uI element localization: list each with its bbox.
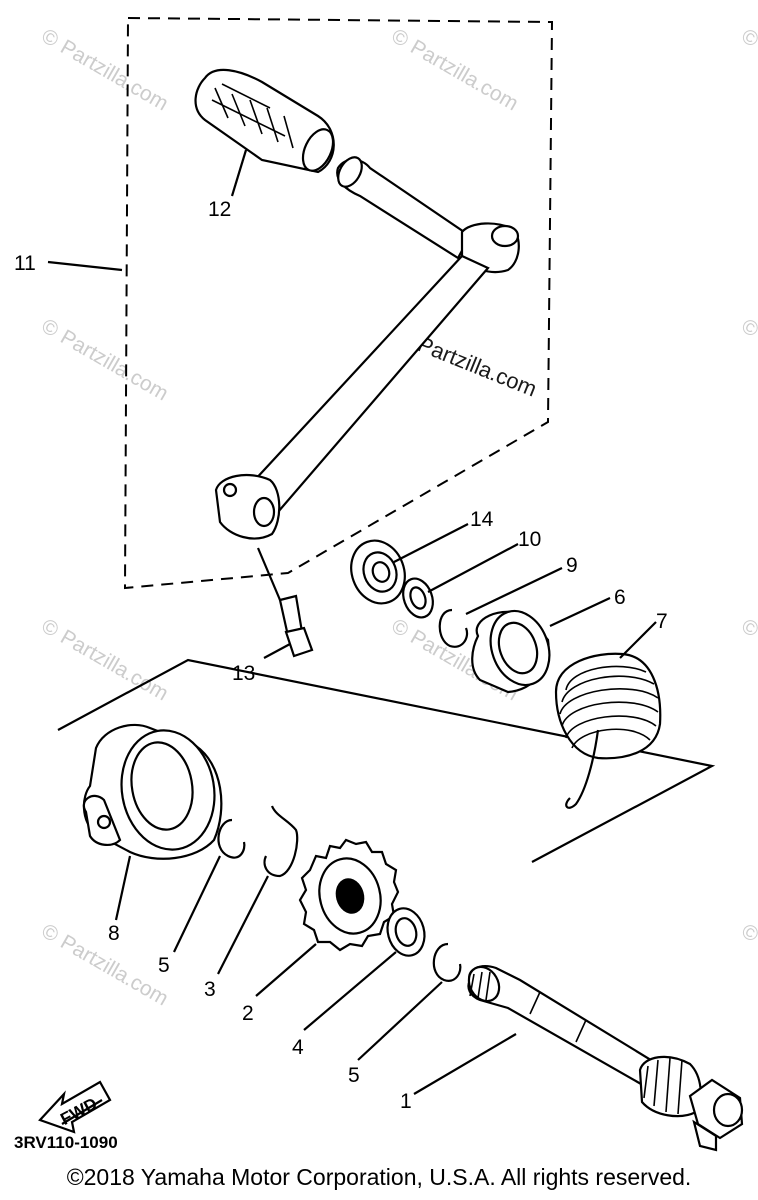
kick-crank-lever (214, 156, 520, 540)
callout-6: 6 (614, 586, 626, 609)
watermark-symbol: © (738, 314, 758, 342)
diagram-code: 3RV110-1090 (14, 1133, 118, 1152)
spring-cover (471, 609, 551, 694)
watermark-text: Partzilla.com (57, 325, 173, 405)
watermark-symbol: © (38, 24, 63, 52)
oil-seal (350, 539, 406, 605)
kick-crank-assembly-outline (123, 16, 554, 590)
watermark-symbol: © (738, 24, 758, 52)
callout-12: 12 (208, 198, 231, 221)
circlip-5-upper (217, 818, 246, 859)
kick-torsion-spring (554, 652, 662, 809)
watermark-symbol: © (38, 614, 63, 642)
watermark-text: Partzilla.com (407, 35, 523, 115)
callout-4: 4 (292, 1036, 304, 1059)
watermark-symbol: © (388, 24, 413, 52)
watermark-symbol: © (38, 314, 63, 342)
watermark-text: Partzilla.com (57, 35, 173, 115)
watermark-symbol: © (38, 919, 63, 947)
callout-2: 2 (242, 1002, 254, 1025)
kick-gear (298, 838, 400, 952)
kick-grip-rubber (194, 68, 335, 174)
kick-shaft (467, 965, 744, 1152)
circlip-9 (438, 608, 469, 648)
spring-clip-3 (263, 805, 299, 878)
watermark-symbol: © (738, 919, 758, 947)
callout-labels: 1 2 3 4 5 5 6 7 8 9 10 11 12 13 14 (14, 198, 668, 1113)
callout-14: 14 (470, 508, 494, 531)
callout-8: 8 (108, 922, 120, 945)
watermark-symbol: © (388, 614, 413, 642)
crankcase-cover-plane-outline (57, 658, 716, 863)
background-watermarks: ©Partzilla.com ©Partzilla.com © ©Partzil… (38, 24, 758, 1010)
callout-13: 13 (232, 662, 255, 685)
watermark-symbol: © (738, 614, 758, 642)
forward-direction-arrow: FWD (38, 1080, 112, 1134)
kick-shaft-housing (82, 723, 223, 860)
leader-lines (47, 149, 657, 1095)
washer-4-hole (394, 917, 418, 947)
copyright-notice: ©2018 Yamaha Motor Corporation, U.S.A. A… (66, 1164, 692, 1190)
callout-1: 1 (400, 1090, 412, 1113)
center-watermark-text: Partzilla.com (414, 331, 540, 401)
washer-10-hole (409, 586, 427, 610)
callout-11: 11 (14, 252, 36, 275)
callout-5-lower: 5 (348, 1064, 360, 1087)
callout-9: 9 (566, 554, 578, 577)
callout-7: 7 (656, 610, 668, 633)
callout-10: 10 (518, 528, 541, 551)
circlip-5-lower (432, 942, 462, 982)
callout-5-upper: 5 (158, 954, 170, 977)
callout-3: 3 (204, 978, 216, 1001)
watermark-text: Partzilla.com (57, 625, 173, 705)
kick-crank-bolt (256, 547, 314, 658)
